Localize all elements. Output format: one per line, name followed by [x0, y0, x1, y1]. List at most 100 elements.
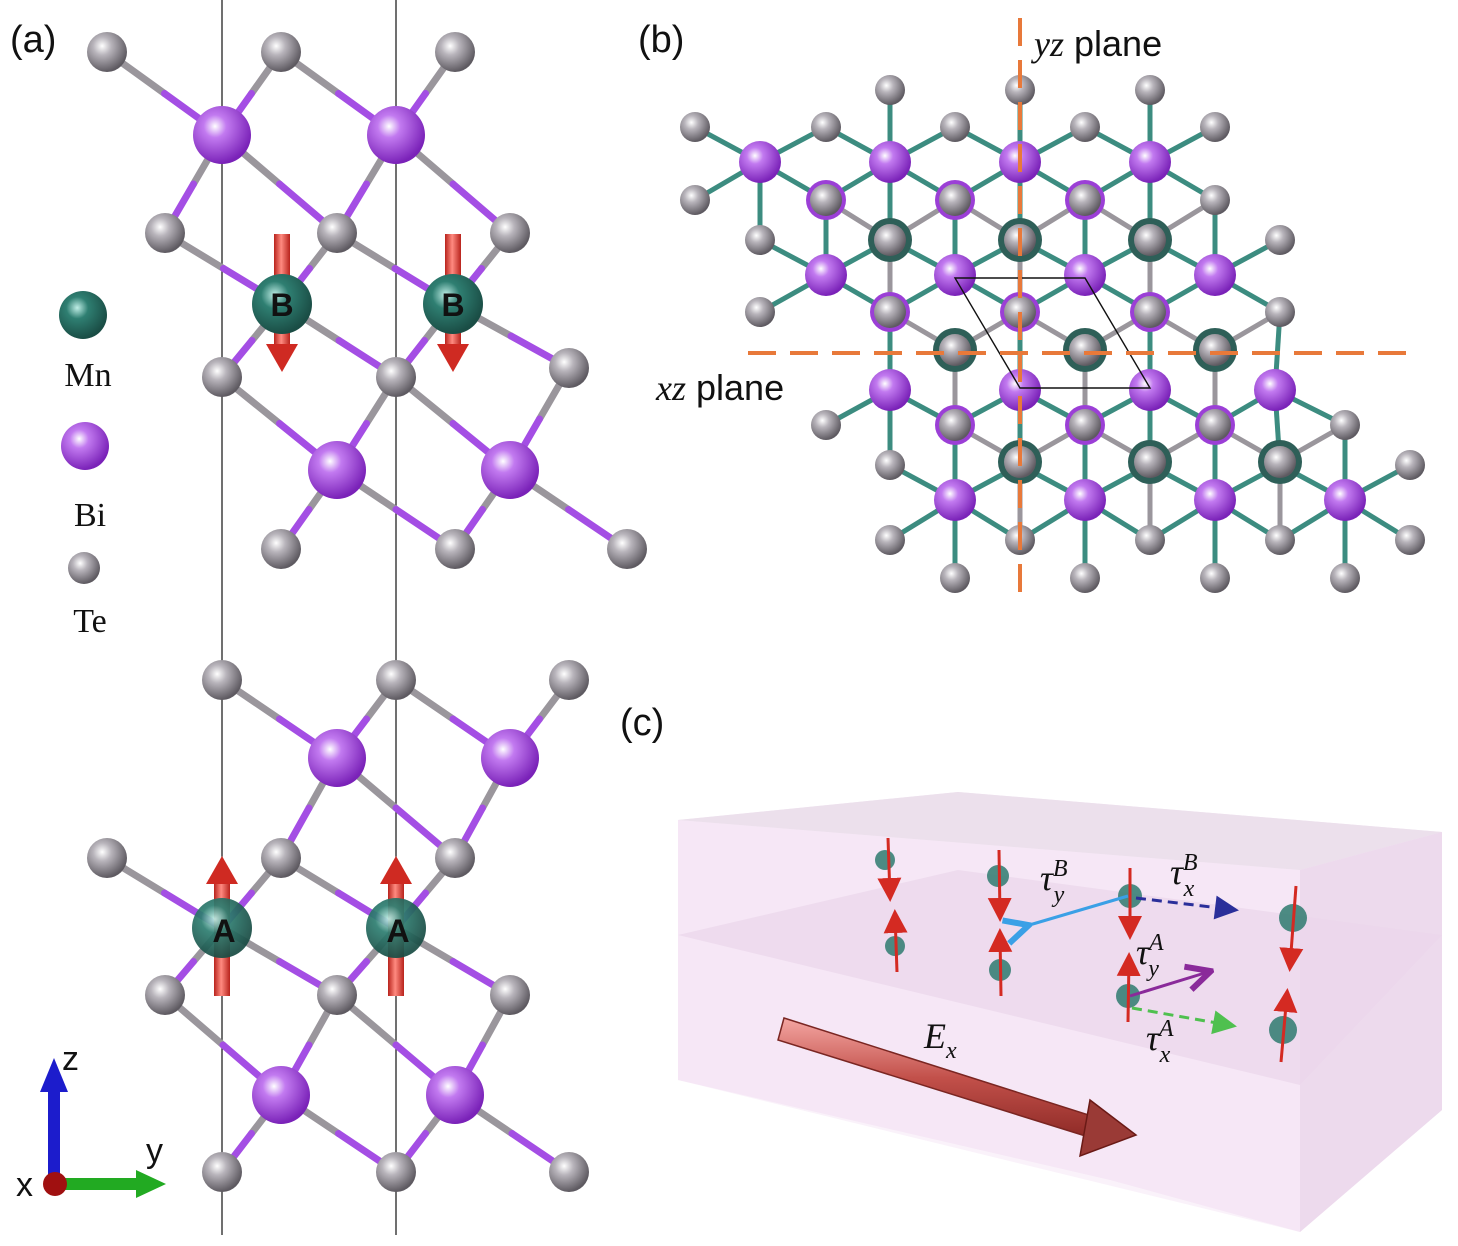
bi-atom: [481, 729, 539, 787]
te-atom: [376, 357, 416, 397]
torque-y-a-arrow: [1129, 972, 1208, 998]
bi-atom: [1324, 479, 1366, 521]
slab-top-face: [678, 792, 1442, 870]
te-atom: [376, 660, 416, 700]
legend-bi-label: Bi: [74, 497, 106, 534]
te-atom: [875, 525, 905, 555]
te-atom: [435, 529, 475, 569]
te-atom: [874, 224, 906, 256]
bi-atom: [1064, 254, 1106, 296]
bi-atom: [1129, 141, 1171, 183]
mn-atom-a2: [366, 898, 426, 958]
te-atom: [549, 1152, 589, 1192]
te-atom: [1199, 334, 1231, 366]
bi-atom: [481, 441, 539, 499]
spin-pair-3: [1116, 868, 1142, 1023]
te-atom: [435, 32, 475, 72]
bi-atom: [1194, 254, 1236, 296]
legend-te-label: Te: [73, 603, 107, 640]
legend-bi-icon: [61, 422, 109, 470]
bi-atom: [999, 369, 1041, 411]
te-atom: [1200, 112, 1230, 142]
te-atom: [317, 213, 357, 253]
slab-side-face: [1300, 832, 1442, 1232]
electric-field-arrow: [777, 1017, 1138, 1158]
te-atom: [1005, 75, 1035, 105]
panel-a-label: (a): [10, 19, 56, 61]
te-atom: [1134, 296, 1166, 328]
te-atom: [1395, 525, 1425, 555]
te-atom: [145, 975, 185, 1015]
mn-atom-a1: [192, 898, 252, 958]
panel-c-label: (c): [620, 702, 664, 744]
mn-atom-b2: [423, 274, 483, 334]
site-label-b2: B: [441, 287, 464, 323]
te-atom: [874, 296, 906, 328]
te-atom: [1070, 112, 1100, 142]
legend-mn-icon: [59, 291, 107, 339]
bi-atom: [869, 369, 911, 411]
site-label-a2: A: [386, 913, 409, 949]
te-atom: [810, 184, 842, 216]
te-atom: [145, 213, 185, 253]
te-atom: [549, 348, 589, 388]
panel-a-atoms: [87, 32, 647, 1192]
te-atom: [261, 529, 301, 569]
panel-a-bonds: [103, 48, 631, 1176]
panel-b-atoms: [680, 75, 1425, 593]
mn-atom-b1: [252, 274, 312, 334]
site-label-a1: A: [212, 913, 235, 949]
te-atom: [1069, 184, 1101, 216]
torque-x-b-arrow: [1135, 895, 1239, 920]
z-axis-shaft: [48, 1090, 60, 1182]
bi-atom: [308, 729, 366, 787]
te-atom: [607, 529, 647, 569]
spin-pair-4: [1269, 885, 1307, 1063]
te-atom: [1265, 225, 1295, 255]
torque-x-a-arrow: [1131, 1006, 1237, 1035]
te-atom: [261, 838, 301, 878]
axes-triad: z y x: [16, 1040, 166, 1204]
bi-atom: [308, 441, 366, 499]
te-atom: [202, 660, 242, 700]
te-atom: [1135, 75, 1165, 105]
y-axis-shaft: [56, 1178, 138, 1190]
te-atom: [1070, 563, 1100, 593]
te-atom: [1069, 334, 1101, 366]
te-atom: [1200, 563, 1230, 593]
x-axis-label: x: [16, 1166, 33, 1204]
te-atom: [811, 112, 841, 142]
panel-b-bonds: [693, 90, 1412, 578]
te-atom: [745, 297, 775, 327]
panel-c: (c) Ex: [620, 702, 1442, 1232]
y-axis-head: [136, 1170, 166, 1198]
bi-atom: [739, 141, 781, 183]
te-atom: [1265, 297, 1295, 327]
bi-atom: [426, 1066, 484, 1124]
yz-plane-label: yz plane: [1031, 23, 1162, 64]
z-axis-head: [40, 1058, 68, 1092]
bi-atom: [869, 141, 911, 183]
te-atom: [87, 838, 127, 878]
bi-atom: [934, 254, 976, 296]
te-atom: [490, 975, 530, 1015]
te-atom: [1330, 410, 1360, 440]
z-axis-label: z: [62, 1040, 79, 1078]
spin-pair-1: [875, 837, 908, 973]
y-axis-label: y: [146, 1132, 163, 1170]
bi-atom: [1194, 479, 1236, 521]
te-atom: [875, 75, 905, 105]
te-atom: [680, 185, 710, 215]
te-atom: [680, 112, 710, 142]
te-atom: [1135, 525, 1165, 555]
slab-front-face: [678, 820, 1300, 1232]
te-atom: [940, 112, 970, 142]
legend-mn-label: Mn: [64, 357, 111, 394]
te-atom: [376, 1152, 416, 1192]
panel-b-label: (b): [638, 19, 684, 61]
te-atom: [202, 357, 242, 397]
